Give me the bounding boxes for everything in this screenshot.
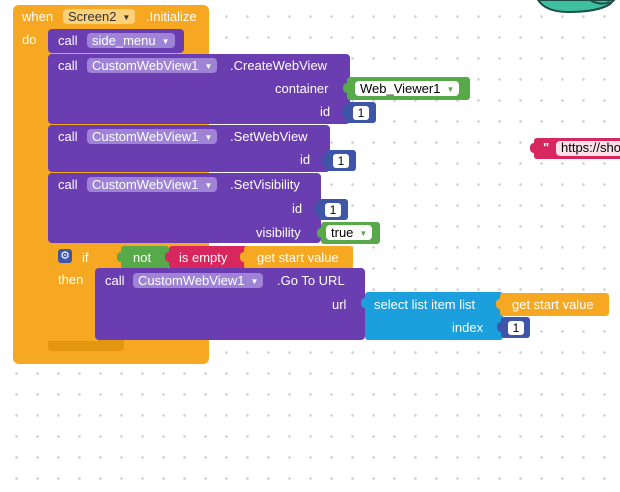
chevron-down-icon: ▼	[446, 85, 455, 94]
number-value[interactable]: 1	[325, 203, 341, 217]
when-label: when	[22, 9, 54, 24]
url-label: url	[332, 297, 347, 312]
container-label: container	[275, 81, 329, 96]
screen-dropdown[interactable]: Screen2▼	[63, 9, 136, 24]
method-name: .CreateWebView	[230, 58, 328, 73]
chevron-down-icon: ▼	[359, 229, 368, 238]
number-value[interactable]: 1	[353, 106, 369, 120]
container-dropdown[interactable]: Web_Viewer1▼	[355, 81, 460, 96]
chevron-down-icon: ▼	[250, 277, 259, 286]
chevron-down-icon: ▼	[122, 13, 131, 22]
is-empty-block[interactable]	[169, 246, 248, 269]
id-label: id	[292, 201, 303, 216]
not-block[interactable]	[121, 246, 169, 269]
chevron-down-icon: ▼	[161, 37, 170, 46]
get-start-value-block[interactable]	[244, 246, 353, 269]
method-name: .SetWebView	[230, 129, 308, 144]
call-label: call	[58, 58, 78, 73]
chevron-down-icon: ▼	[204, 133, 213, 142]
chevron-down-icon: ▼	[204, 62, 213, 71]
method-name: .SetVisibility	[230, 177, 300, 192]
get-start-value-block[interactable]	[500, 293, 609, 316]
call-label: call	[58, 177, 78, 192]
visibility-label: visibility	[256, 225, 301, 240]
component-dropdown[interactable]: CustomWebView1▼	[87, 129, 218, 144]
id-label: id	[300, 152, 311, 167]
call-label: call	[58, 33, 78, 48]
id-label: id	[320, 104, 331, 119]
select-list-item-label: select list item list	[374, 297, 476, 312]
event-name: .Initialize	[146, 9, 197, 24]
component-dropdown[interactable]: CustomWebView1▼	[133, 273, 264, 288]
not-label: not	[133, 250, 152, 265]
chevron-down-icon: ▼	[204, 181, 213, 190]
get-start-value-label: get start value	[257, 250, 339, 265]
do-label: do	[22, 32, 37, 47]
get-start-value-label: get start value	[512, 297, 594, 312]
boolean-dropdown[interactable]: true▼	[326, 225, 373, 240]
gear-icon[interactable]: ⚙	[58, 249, 72, 263]
call-label: call	[58, 129, 78, 144]
component-dropdown[interactable]: CustomWebView1▼	[87, 177, 218, 192]
is-empty-label: is empty	[179, 250, 228, 265]
if-label: if	[82, 250, 89, 265]
url-text[interactable]: https://sho	[561, 140, 620, 155]
call-label: call	[105, 273, 125, 288]
quote-mark: "	[543, 140, 550, 155]
select-list-item-block[interactable]	[365, 292, 503, 340]
mascot-image	[536, 0, 616, 14]
number-value[interactable]: 1	[508, 321, 524, 335]
component-dropdown[interactable]: CustomWebView1▼	[87, 58, 218, 73]
number-value[interactable]: 1	[333, 154, 349, 168]
index-label: index	[452, 320, 484, 335]
then-label: then	[58, 272, 84, 287]
procedure-dropdown[interactable]: side_menu▼	[87, 33, 175, 48]
method-name: .Go To URL	[277, 273, 345, 288]
